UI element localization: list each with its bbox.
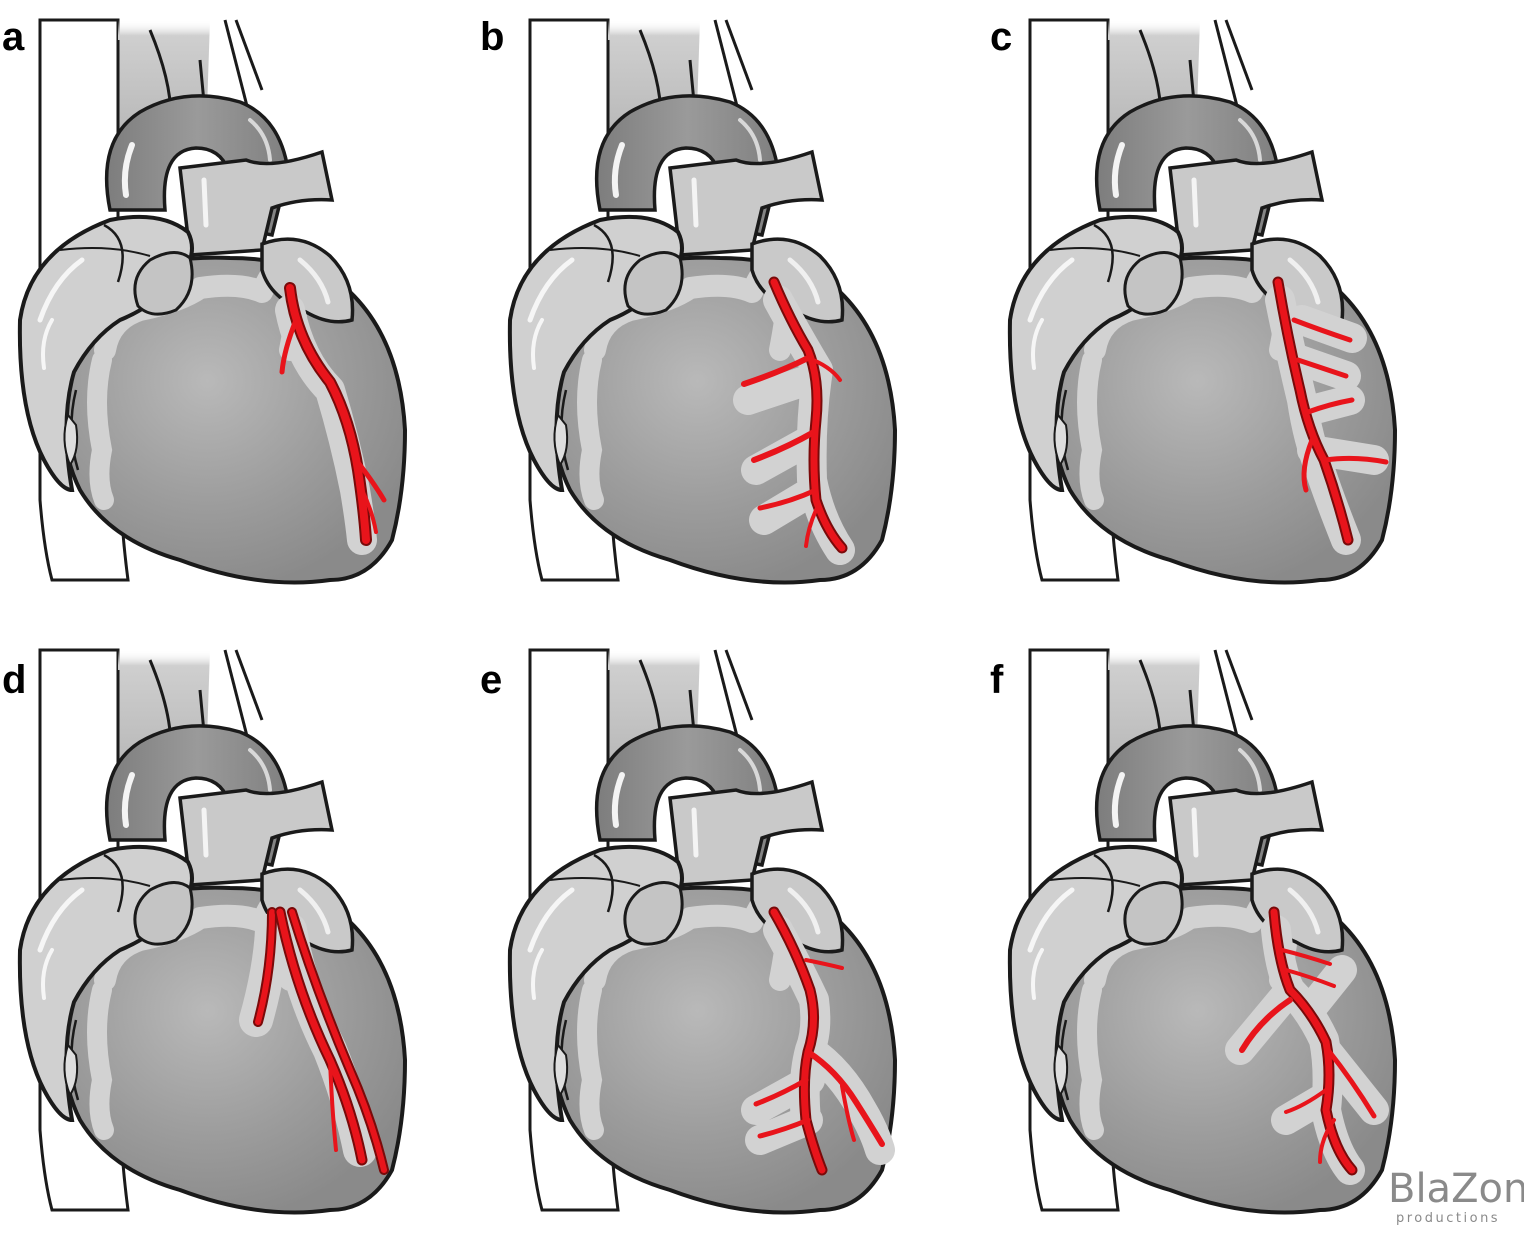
coronary-vessels-c <box>1272 276 1389 546</box>
panel-f <box>1010 650 1395 1213</box>
logo-sub-text: productions <box>1396 1211 1500 1226</box>
panel-c <box>1010 20 1395 583</box>
panel-b <box>510 20 895 583</box>
logo-main-text: BlaZon <box>1388 1166 1524 1212</box>
coronary-vessels-a <box>279 282 387 546</box>
blazon-logo: BlaZon productions <box>1388 1166 1524 1226</box>
panel-label-c: c <box>990 15 1012 59</box>
coronary-vessels-f <box>1239 906 1377 1176</box>
coronary-vessels-b <box>741 276 848 554</box>
coronary-vessels-e <box>753 906 885 1176</box>
panel-e <box>510 650 895 1213</box>
panel-label-f: f <box>990 658 1004 702</box>
panel-label-e: e <box>480 658 502 702</box>
panel-label-a: a <box>2 15 25 59</box>
panel-a <box>20 20 405 583</box>
coronary-vessels-d <box>253 906 389 1175</box>
panel-label-b: b <box>480 15 504 59</box>
panel-label-d: d <box>2 658 26 702</box>
panel-d <box>20 650 405 1213</box>
